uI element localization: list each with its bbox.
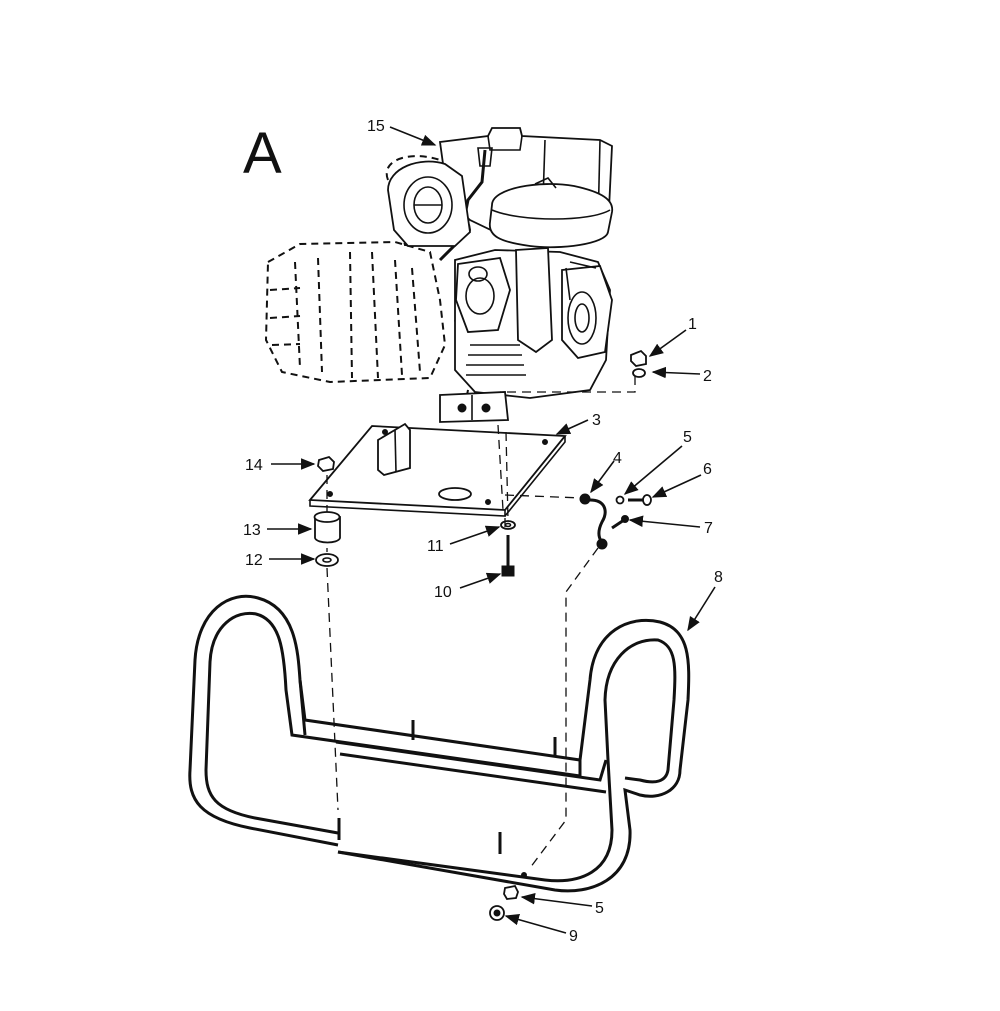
nut-part-1 xyxy=(630,349,647,367)
callout-13: 13 xyxy=(243,522,261,539)
callout-8: 8 xyxy=(714,569,723,586)
callout-4: 4 xyxy=(613,450,622,467)
nut-part-14 xyxy=(317,455,335,472)
plate-bracket xyxy=(377,422,411,476)
callout-12: 12 xyxy=(245,552,263,569)
mounting-plate xyxy=(308,422,567,517)
callout-5-lower: 5 xyxy=(595,900,604,917)
nut-part-9 xyxy=(489,905,505,921)
callout-6: 6 xyxy=(703,461,712,478)
tube-frame xyxy=(188,594,691,893)
washer-part-5-lower xyxy=(503,872,527,900)
callout-labels: 15 1 2 3 4 5 6 7 8 14 13 12 11 10 5 9 xyxy=(243,118,723,945)
callout-15: 15 xyxy=(367,118,385,135)
callout-10: 10 xyxy=(434,584,452,601)
callout-7: 7 xyxy=(704,520,713,537)
engine-assembly xyxy=(264,127,613,423)
section-letter: A xyxy=(243,121,282,186)
washer-part-12 xyxy=(315,553,339,567)
fuel-line-part-4 xyxy=(579,493,608,550)
callout-2: 2 xyxy=(703,368,712,385)
callout-9: 9 xyxy=(569,928,578,945)
leader-arrows xyxy=(267,126,716,934)
rubber-mount-part-13 xyxy=(313,511,341,544)
callout-3: 3 xyxy=(592,412,601,429)
exhaust-pipe xyxy=(515,247,553,354)
engine-mount-foot xyxy=(439,391,509,423)
bolt-part-10 xyxy=(501,535,515,577)
screw-part-6 xyxy=(628,494,652,506)
callout-1: 1 xyxy=(688,316,697,333)
lock-washer-part-2 xyxy=(632,368,646,378)
callout-14: 14 xyxy=(245,457,263,474)
assembly-lines xyxy=(326,376,636,869)
callout-11: 11 xyxy=(427,538,444,555)
washer-part-11 xyxy=(500,520,516,530)
washer-part-5-upper xyxy=(615,495,625,505)
callout-5-upper: 5 xyxy=(683,429,692,446)
air-cleaner xyxy=(489,183,613,249)
frame-studs xyxy=(337,720,557,854)
screw-part-7 xyxy=(611,515,629,530)
recoil-starter xyxy=(387,160,471,247)
